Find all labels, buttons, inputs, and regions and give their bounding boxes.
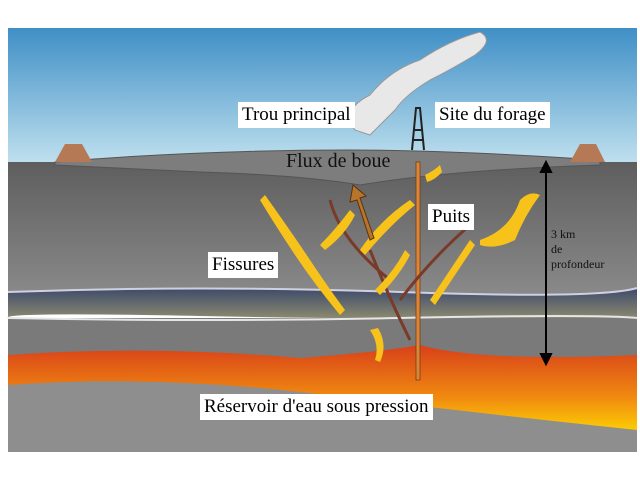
fissure-branches: [328, 199, 471, 341]
fissures-label: Fissures: [208, 252, 279, 278]
depth-line-2: de: [551, 242, 563, 256]
mud-flow-arrow: [349, 184, 375, 241]
main-hole-label: Trou principal: [238, 102, 355, 128]
depth-line-3: profondeur: [551, 257, 605, 271]
drill-rig-icon: [411, 107, 425, 151]
fissures: [260, 165, 540, 362]
left-mound: [55, 144, 92, 162]
blue-rock-band: [7, 288, 637, 319]
drill-site-label: Site du forage: [435, 102, 550, 128]
steam-cloud: [349, 31, 487, 136]
well-label: Puits: [428, 204, 475, 230]
mud-flow-surface: [54, 149, 601, 186]
well-pipe: [415, 161, 421, 381]
right-mound: [570, 144, 605, 162]
depth-label: 3 km de profondeur: [551, 227, 604, 272]
layer-line: [7, 315, 638, 321]
rock-layer-upper: [8, 162, 637, 297]
depth-arrow: [539, 159, 553, 367]
depth-line-1: 3 km: [551, 227, 576, 241]
mud-flow-label: Flux de boue: [286, 150, 391, 172]
reservoir-label: Réservoir d'eau sous pression: [200, 394, 433, 420]
sky: [8, 28, 637, 168]
